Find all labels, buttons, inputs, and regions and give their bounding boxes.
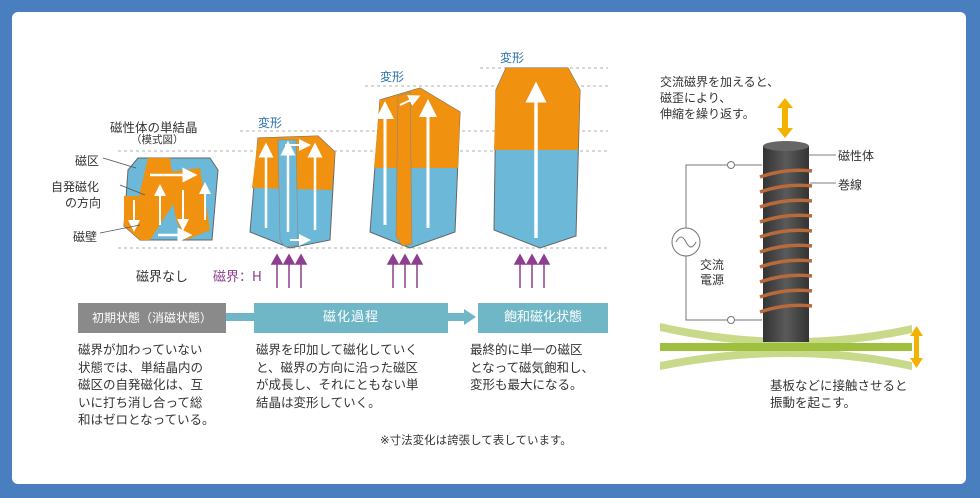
desc-saturated-line: 最終的に単一の磁区 — [470, 342, 583, 357]
wires — [685, 164, 762, 321]
label-direction-2: の方向 — [65, 196, 102, 210]
substrate-plate — [660, 343, 912, 351]
device-leaders — [808, 154, 836, 184]
device-caption-bottom-line: 振動を起こす。 — [770, 395, 857, 410]
magnetostrictive-device — [660, 98, 923, 370]
device-caption: 交流磁界を加えると、 磁歪により、 伸縮を繰り返す。 — [660, 74, 779, 122]
stage-process-label: 磁化過程 — [322, 310, 379, 325]
desc-initial-line: 磁区の自発磁化は、互 — [78, 377, 204, 392]
desc-initial-line: 状態では、単結晶内の — [78, 359, 204, 375]
label-deform-1: 変形 — [258, 116, 283, 130]
desc-saturated-line: となって磁気飽和し、 — [470, 359, 595, 375]
coil — [759, 168, 813, 314]
device-caption-bottom: 基板などに接触させると 振動を起こす。 — [770, 377, 908, 411]
note: ※寸法変化は誇張して表しています。 — [380, 433, 572, 447]
desc-initial-line: 磁界が加わっていない — [78, 342, 203, 357]
desc-process-line: が成長し、それにともない単 — [256, 377, 419, 392]
stage-bar — [78, 303, 608, 333]
device-caption-line: 交流磁界を加えると、 — [660, 75, 780, 89]
crystal-initial — [123, 157, 219, 243]
label-coil: 巻線 — [838, 178, 863, 192]
field-arrows — [270, 253, 551, 288]
stage-saturated-label: 飽和磁化状態 — [503, 310, 582, 325]
label-wall: 磁壁 — [73, 230, 98, 244]
stage-process-box — [254, 303, 448, 333]
label-deform-2: 変形 — [380, 70, 405, 84]
crystal-saturated — [493, 67, 581, 249]
desc-process-line: と、磁界の方向に沿った磁区 — [256, 359, 419, 375]
stage-initial-label: 初期状態（消磁状態） — [91, 311, 212, 325]
desc-process-line: 磁界を印加して磁化していく — [256, 342, 418, 357]
desc-process: 磁界を印加して磁化していく と、磁界の方向に沿った磁区 が成長し、それにともない… — [256, 341, 419, 411]
label-direction-1: 自発磁化 — [51, 180, 100, 194]
stage-saturated-box — [478, 303, 608, 333]
label-ac-line: 交流 — [700, 258, 725, 272]
desc-process-line: 結晶は変形していく。 — [256, 394, 381, 410]
vibration-arrows — [777, 98, 923, 368]
label-ac-line: 電源 — [700, 273, 725, 287]
label-magnetic-body: 磁性体 — [838, 149, 875, 163]
desc-saturated-line: 変形も最大になる。 — [470, 377, 583, 392]
crystal-title: 磁性体の単結晶 — [110, 120, 198, 135]
device-caption-bottom-line: 基板などに接触させると — [770, 378, 908, 393]
desc-saturated: 最終的に単一の磁区 となって磁気飽和し、 変形も最大になる。 — [470, 341, 594, 394]
label-domain: 磁区 — [75, 154, 100, 168]
leader-lines — [99, 157, 146, 234]
label-ac-source: 交流 電源 — [700, 258, 724, 288]
stage-initial-box — [78, 303, 226, 333]
desc-initial-line: 和はゼロとなっている。 — [78, 412, 215, 427]
device-caption-line: 磁歪により、 — [660, 91, 732, 105]
crystal-process-2 — [369, 87, 461, 249]
label-no-field: 磁界なし — [136, 270, 189, 285]
device-caption-line: 伸縮を繰り返す。 — [660, 107, 755, 121]
label-field: 磁界：H — [213, 270, 262, 285]
crystal-subtitle: （模式図） — [131, 134, 184, 146]
crystal-process-1 — [249, 135, 336, 249]
desc-initial-line: いに打ち消し合って総 — [78, 394, 203, 410]
desc-initial: 磁界が加わっていない 状態では、単結晶内の 磁区の自発磁化は、互 いに打ち消し合… — [78, 341, 215, 429]
label-deform-3: 変形 — [500, 51, 525, 65]
